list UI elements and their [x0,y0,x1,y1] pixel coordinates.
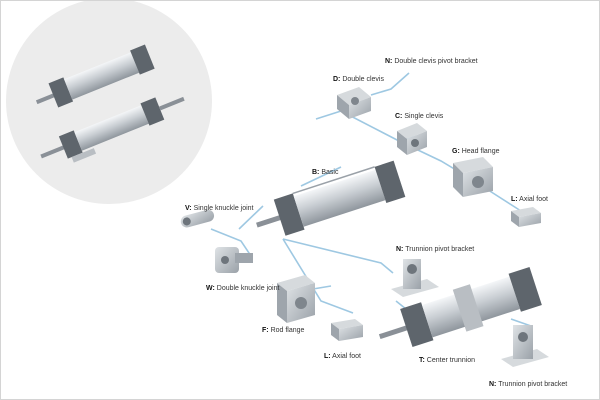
label-rod-flange: F: Rod flange [262,327,305,334]
axial-foot-bottom-part [331,319,363,341]
label-single-knuckle-joint: V: Single knuckle joint [185,205,254,212]
basic-cylinder-part [256,160,406,236]
inset-cylinder-lower [40,96,185,163]
head-flange-part [453,157,493,197]
label-double-knuckle-joint: W: Double knuckle joint [206,285,280,292]
inset-circle [6,1,212,204]
inset-product-photo [6,1,212,204]
single-clevis-part [397,123,427,155]
label-trunnion-pivot-bracket-mid: N: Trunnion pivot bracket [396,246,475,253]
trunnion-pivot-bracket-mid-part [391,259,439,297]
label-axial-foot-bottom: L: Axial foot [324,353,361,360]
label-head-flange: G: Head flange [452,148,500,155]
trunnion-pivot-bracket-bottom-part [501,325,549,367]
double-clevis-part [337,87,371,119]
label-basic: B: Basic [312,169,339,176]
single-knuckle-joint-part [180,209,215,228]
label-trunnion-pivot-bracket-bottom: N: Trunnion pivot bracket [489,381,568,388]
rod-flange-part [277,275,315,323]
inset-cylinder-upper [35,44,155,108]
axial-foot-right-part [511,207,541,227]
double-knuckle-joint-part [215,247,253,273]
label-double-clevis-pivot-bracket: N: Double clevis pivot bracket [385,58,478,65]
label-axial-foot-right: L: Axial foot [511,196,548,203]
label-double-clevis: D: Double clevis [333,76,384,83]
center-trunnion-cylinder-part [378,266,542,348]
label-single-clevis: C: Single clevis [395,113,444,120]
label-center-trunnion: T: Center trunnion [419,357,476,364]
